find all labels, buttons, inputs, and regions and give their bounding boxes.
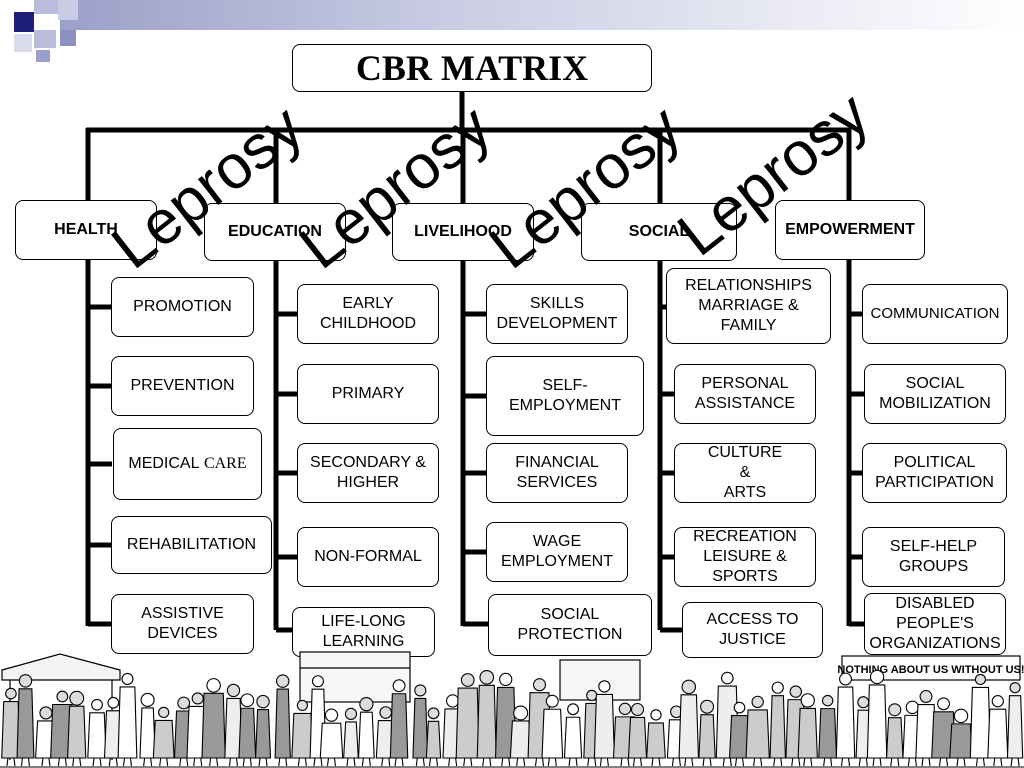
empowerment-item: SELF-HELP GROUPS — [862, 527, 1005, 587]
crowd-figure — [389, 679, 409, 767]
heading-education: EDUCATION — [204, 203, 346, 261]
education-item: LIFE-LONG LEARNING — [292, 607, 435, 657]
social-item: PERSONAL ASSISTANCE — [674, 364, 816, 424]
crowd-figure — [357, 697, 375, 767]
social-item: ACCESS TO JUSTICE — [682, 602, 823, 658]
decor-square — [34, 30, 56, 48]
crowd-figure — [238, 693, 257, 767]
crowd-figure — [931, 697, 956, 767]
decor-square — [60, 30, 76, 46]
livelihood-item: WAGE EMPLOYMENT — [486, 522, 628, 582]
health-item: PROMOTION — [111, 277, 254, 337]
decor-square — [36, 50, 50, 62]
crowd-figure — [509, 705, 532, 767]
crowd-figure — [949, 708, 973, 767]
crowd-figure — [646, 709, 666, 767]
crowd-figure — [291, 699, 314, 767]
crowd-figure — [224, 683, 243, 767]
crowd-figure — [139, 692, 156, 767]
education-item: EARLY CHILDHOOD — [297, 284, 439, 344]
education-item: NON-FORMAL — [297, 527, 439, 587]
crowd-figure — [698, 699, 716, 767]
crowd-figure — [455, 673, 480, 767]
header-gradient-bar — [60, 0, 1024, 30]
health-item: REHABILITATION — [111, 516, 272, 574]
crowd-figure — [16, 674, 35, 767]
crowd-figure — [818, 694, 838, 767]
medical-label: MEDICAL — [128, 455, 200, 472]
crowd-figure — [745, 695, 770, 767]
livelihood-item: SELF- EMPLOYMENT — [486, 356, 644, 436]
decor-square — [14, 12, 34, 32]
crowd-figure — [103, 696, 123, 767]
crowd-figure — [769, 681, 786, 767]
social-item: RELATIONSHIPS MARRIAGE & FAMILY — [666, 268, 831, 344]
heading-health: HEALTH — [15, 200, 157, 260]
empowerment-item: POLITICAL PARTICIPATION — [862, 443, 1007, 503]
crowd-figure — [885, 703, 904, 767]
crowd-figure — [1006, 682, 1024, 767]
empowerment-item: SOCIAL MOBILIZATION — [864, 364, 1006, 424]
crowd-figure — [797, 693, 818, 767]
crowd-figure — [969, 673, 992, 767]
crowd-figure — [274, 674, 291, 767]
crowd-figure — [915, 690, 937, 767]
care-label: CARE — [203, 455, 247, 472]
empowerment-item: DISABLED PEOPLE'S ORGANIZATIONS — [864, 593, 1006, 655]
social-item: RECREATION LEISURE & SPORTS — [674, 527, 816, 587]
livelihood-item: SOCIAL PROTECTION — [488, 594, 652, 656]
crowd-banner-text: NOTHING ABOUT US WITHOUT US! — [837, 664, 1024, 676]
crowd-figure — [255, 694, 272, 767]
crowd-figure — [87, 698, 107, 767]
livelihood-item: SKILLS DEVELOPMENT — [486, 284, 628, 344]
crowd-figure — [678, 679, 700, 767]
crowd-figure — [343, 707, 359, 767]
crowd-figure — [835, 672, 856, 767]
crowd-figure — [563, 703, 583, 767]
crowd-figure — [593, 680, 615, 767]
health-item: ASSISTIVE DEVICES — [111, 594, 254, 654]
health-item-medical: MEDICAL CARE — [113, 428, 262, 500]
heading-livelihood: LIVELIHOOD — [392, 203, 534, 261]
crowd-figure — [201, 678, 226, 767]
crowd-figure — [425, 707, 442, 767]
heading-social: SOCIAL — [581, 203, 737, 261]
crowd-figure — [855, 696, 872, 767]
crowd-figure — [1, 687, 21, 767]
social-item: CULTURE & ARTS — [674, 443, 816, 503]
crowd-figure — [987, 695, 1009, 767]
crowd-figure — [476, 669, 497, 767]
heading-empowerment: EMPOWERMENT — [775, 200, 925, 260]
education-item: SECONDARY & HIGHER — [297, 443, 439, 503]
crowd-figure — [319, 708, 344, 767]
diagram-title: CBR MATRIX — [292, 44, 652, 92]
crowd-figure — [866, 669, 888, 767]
health-item: PREVENTION — [111, 356, 254, 416]
crowd-figure — [541, 694, 564, 767]
crowd-illustration: NOTHING ABOUT US WITHOUT US! — [0, 651, 1024, 768]
decor-square — [58, 0, 78, 20]
crowd-figure — [412, 684, 429, 767]
livelihood-item: FINANCIAL SERVICES — [486, 443, 628, 503]
crowd-figure — [117, 672, 138, 767]
empowerment-item: COMMUNICATION — [862, 284, 1008, 344]
decor-square — [34, 0, 58, 14]
decor-square — [14, 34, 32, 52]
crowd-figure — [152, 706, 175, 767]
crowd-figure — [67, 690, 87, 767]
crowd-figure — [627, 702, 648, 767]
education-item: PRIMARY — [297, 364, 439, 424]
